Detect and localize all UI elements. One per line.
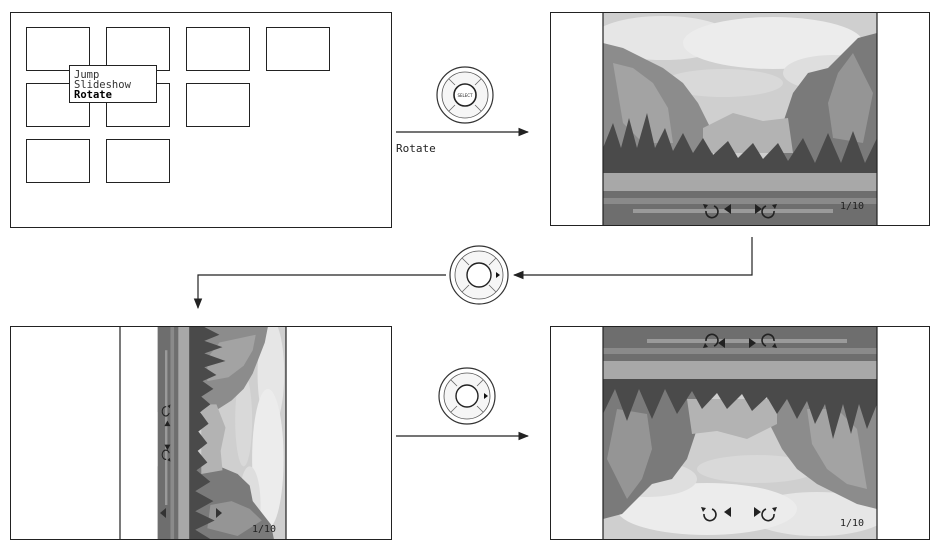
rotate-controls[interactable] bbox=[701, 507, 777, 522]
menu-item-slideshow[interactable]: Slideshow bbox=[74, 79, 131, 91]
popup-menu: Jump Slideshow Rotate bbox=[69, 65, 157, 103]
step-label: Rotate bbox=[396, 142, 436, 155]
menu-item-jump[interactable]: Jump bbox=[74, 69, 100, 81]
rotate-controls[interactable] bbox=[160, 508, 222, 518]
thumbnail-screen: Jump Slideshow Rotate bbox=[10, 12, 392, 228]
image-counter: 1/10 bbox=[252, 524, 277, 535]
thumbnail[interactable] bbox=[186, 27, 250, 71]
photo-rotated-180 bbox=[603, 327, 877, 539]
thumbnail[interactable] bbox=[26, 139, 90, 183]
remote-select-label: SELECT bbox=[457, 93, 473, 98]
remote-right-icon bbox=[438, 367, 496, 425]
photo-upright bbox=[603, 13, 877, 225]
menu-item-rotate[interactable]: Rotate bbox=[74, 89, 112, 101]
thumbnail[interactable] bbox=[26, 27, 90, 71]
image-counter: 1/10 bbox=[840, 518, 865, 529]
image-counter: 1/10 bbox=[840, 201, 865, 212]
flow-arrow bbox=[512, 237, 753, 280]
remote-right-icon bbox=[449, 245, 509, 305]
flow-arrow bbox=[193, 274, 446, 310]
thumbnail[interactable] bbox=[106, 139, 170, 183]
photo-rotated-90 bbox=[157, 327, 286, 539]
remote-select-icon bbox=[436, 66, 494, 124]
thumbnail[interactable] bbox=[266, 27, 330, 71]
thumbnail[interactable] bbox=[186, 83, 250, 127]
